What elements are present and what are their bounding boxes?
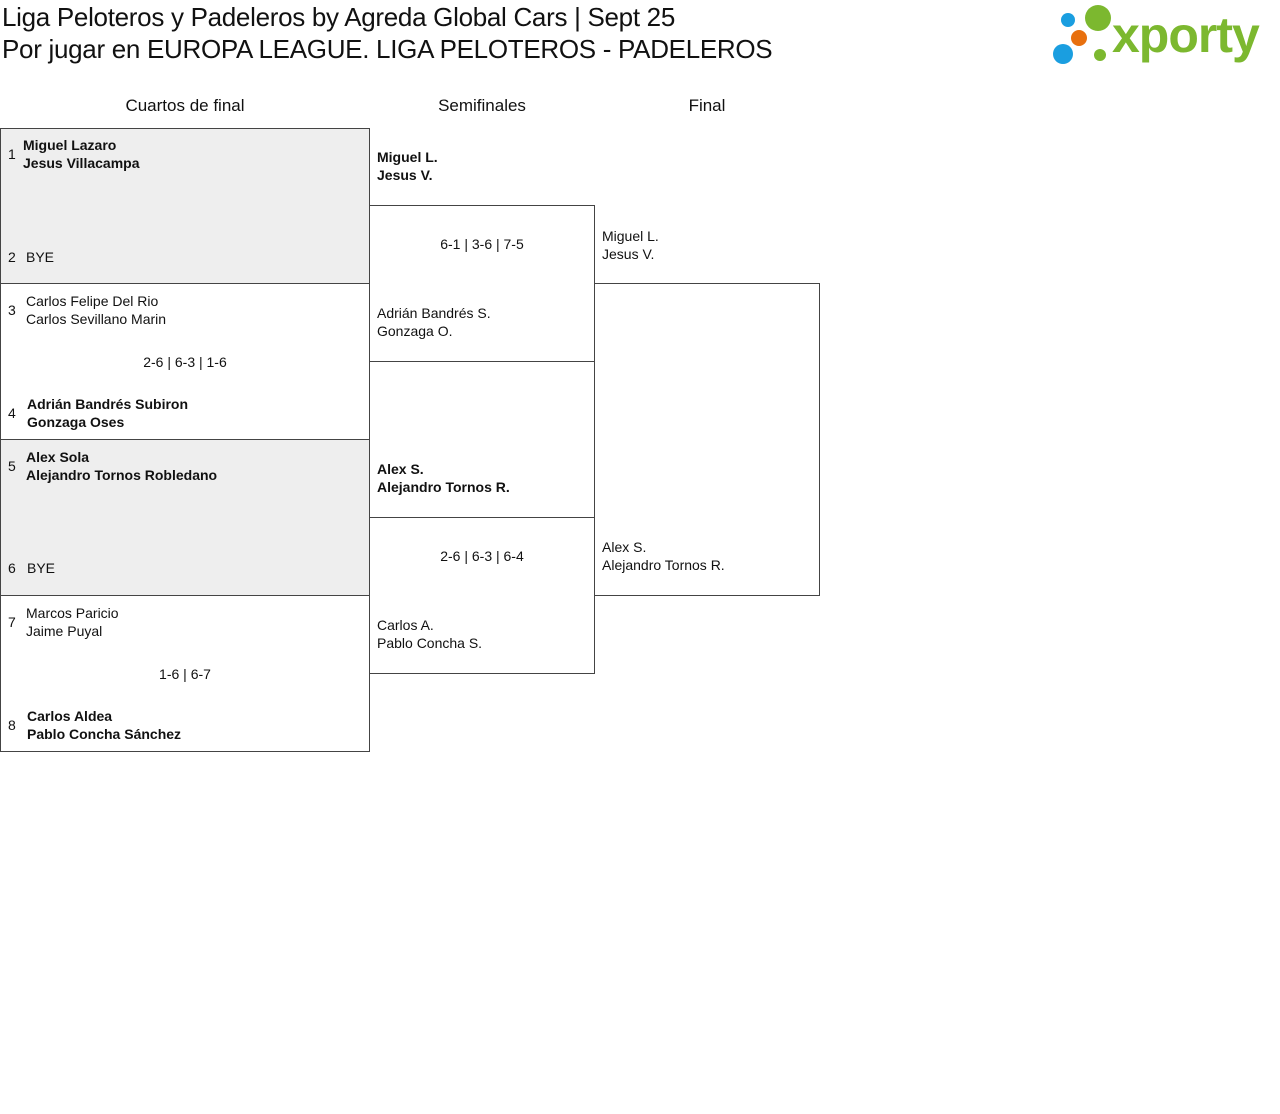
seed: 4 (8, 405, 16, 421)
seed: 1 (8, 146, 16, 162)
player-name: Pablo Concha Sánchez (27, 726, 182, 742)
bye-label: BYE (27, 560, 56, 576)
player-name: Adrián Bandrés Subiron (27, 396, 189, 412)
player-name: Miguel Lazaro (23, 137, 117, 153)
bye-label: BYE (26, 249, 55, 265)
match-score: 2-6 | 6-3 | 1-6 (143, 354, 227, 370)
match-score: 6-1 | 3-6 | 7-5 (440, 236, 524, 252)
round-header-quarterfinals: Cuartos de final (125, 96, 245, 115)
seed: 3 (8, 302, 16, 318)
player-name: Gonzaga O. (377, 323, 453, 339)
seed: 8 (8, 717, 16, 733)
sf2-top-team: Alex S. Alejandro Tornos R. (377, 460, 510, 496)
xporty-logo: xporty (1050, 4, 1276, 66)
player-name: Adrián Bandrés S. (377, 305, 491, 321)
sf-match-2[interactable]: 2-6 | 6-3 | 6-4 Carlos A. Pablo Concha S. (369, 517, 595, 674)
player-name: Alejandro Tornos R. (377, 479, 510, 495)
player-name: Alex Sola (26, 449, 90, 465)
player-name: Jesus Villacampa (23, 155, 140, 171)
player-name: Carlos Aldea (27, 708, 113, 724)
sf1-top-team: Miguel L. Jesus V. (377, 148, 438, 184)
logo-dots-icon (1053, 5, 1111, 64)
round-header-semifinals: Semifinales (438, 96, 526, 115)
page-title: Liga Peloteros y Padeleros by Agreda Glo… (2, 2, 675, 32)
seed: 7 (8, 614, 16, 630)
player-name: Jesus V. (602, 246, 655, 262)
seed: 6 (8, 560, 16, 576)
player-name: Miguel L. (602, 228, 659, 244)
player-name: Carlos A. (377, 617, 434, 633)
player-name: Marcos Paricio (26, 605, 119, 621)
player-name: Carlos Felipe Del Rio (26, 293, 159, 309)
player-name: Gonzaga Oses (27, 414, 125, 430)
player-name: Alejandro Tornos Robledano (26, 467, 218, 483)
player-name: Pablo Concha S. (377, 635, 483, 651)
final-top-team: Miguel L. Jesus V. (602, 227, 659, 263)
round-header-final: Final (688, 96, 726, 115)
player-name: Miguel L. (377, 149, 438, 165)
match-score: 1-6 | 6-7 (159, 666, 211, 682)
logo-text: xporty (1112, 7, 1260, 63)
final-match[interactable]: Alex S. Alejandro Tornos R. (594, 283, 820, 596)
seed: 5 (8, 458, 16, 474)
page-subtitle: Por jugar en EUROPA LEAGUE. LIGA PELOTER… (2, 34, 773, 64)
match-score: 2-6 | 6-3 | 6-4 (440, 548, 524, 564)
seed: 2 (8, 249, 16, 265)
player-name: Alejandro Tornos R. (602, 557, 725, 573)
sf-match-1[interactable]: 6-1 | 3-6 | 7-5 Adrián Bandrés S. Gonzaga… (369, 205, 595, 362)
player-name: Alex S. (602, 539, 647, 555)
player-name: Jaime Puyal (26, 623, 103, 639)
player-name: Jesus V. (377, 167, 433, 183)
player-name: Alex S. (377, 461, 424, 477)
player-name: Carlos Sevillano Marin (26, 311, 167, 327)
